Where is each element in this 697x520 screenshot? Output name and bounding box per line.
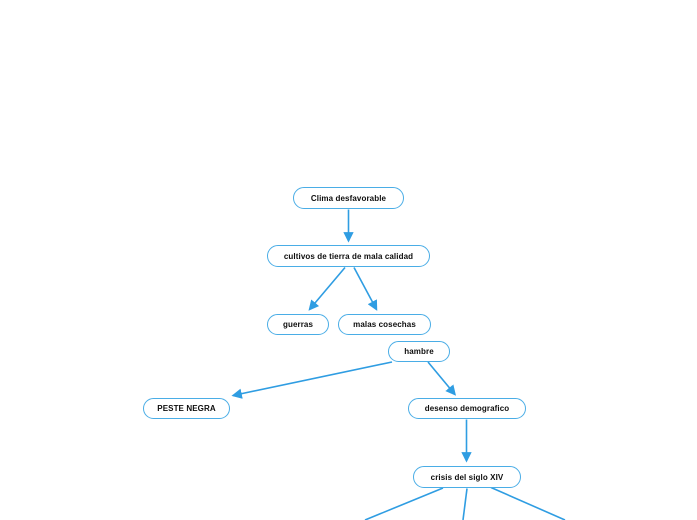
node-label: Clima desfavorable [310, 193, 387, 203]
connector-cultivos-guerras [308, 266, 346, 311]
connector-crisis-offscreen-center [462, 488, 468, 520]
node-guerras[interactable]: guerras [267, 314, 329, 335]
node-label: desenso demografico [424, 404, 510, 413]
node-desenso-demografico[interactable]: desenso demografico [408, 398, 526, 419]
node-label: PESTE NEGRA [157, 404, 216, 413]
node-clima-desfavorable[interactable]: Clima desfavorable [293, 187, 404, 209]
node-label: malas cosechas [353, 320, 416, 329]
connector-crisis-offscreen-left [364, 487, 444, 520]
node-hambre[interactable]: hambre [388, 341, 450, 362]
node-label: guerras [282, 320, 314, 329]
connector-hambre-desenso [427, 361, 456, 396]
node-label: crisis del siglo XIV [430, 472, 504, 482]
connector-hambre-peste-negra [231, 361, 393, 399]
node-label: hambre [404, 347, 434, 356]
node-peste-negra[interactable]: PESTE NEGRA [143, 398, 230, 419]
connector-cultivos-malas-cosechas [353, 267, 378, 311]
node-cultivos-tierra-mala-calidad[interactable]: cultivos de tierra de mala calidad [267, 245, 430, 267]
node-crisis-siglo-xiv[interactable]: crisis del siglo XIV [413, 466, 521, 488]
node-malas-cosechas[interactable]: malas cosechas [338, 314, 431, 335]
connector-crisis-offscreen-right [490, 486, 566, 520]
node-label: cultivos de tierra de mala calidad [283, 251, 414, 261]
